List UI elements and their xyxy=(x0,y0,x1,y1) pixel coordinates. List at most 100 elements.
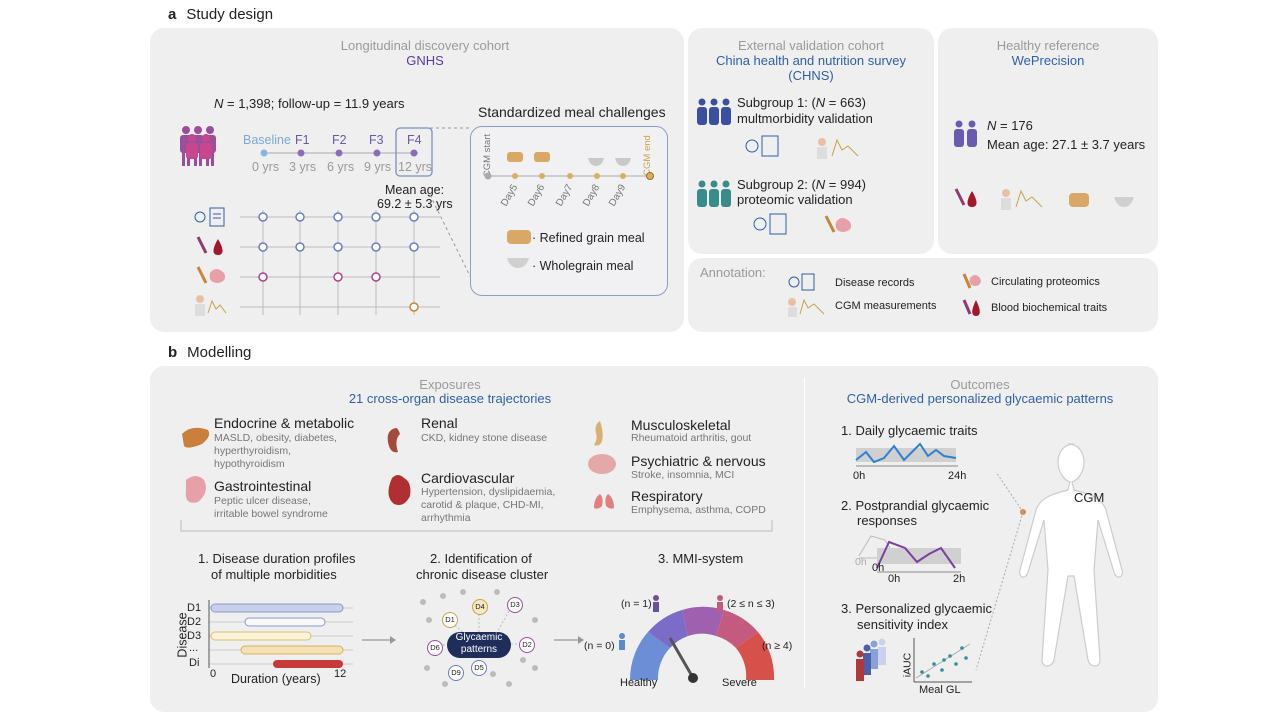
tp-f3: F3 xyxy=(369,133,384,147)
step1-title-2: of multiple morbidities xyxy=(211,567,337,582)
discovery-header: Longitudinal discovery cohort xyxy=(340,38,510,53)
subgroup2-data-icons xyxy=(753,213,852,235)
annotation-disease-records: Disease records xyxy=(835,277,915,289)
step2-title-2: chronic disease cluster xyxy=(416,567,549,582)
people-group-icon xyxy=(856,638,886,681)
meal-day-timeline xyxy=(484,152,654,180)
mmi-n1: (n = 1) xyxy=(621,598,652,610)
o2-x-back: 0h xyxy=(855,556,867,568)
subgroup1-desc: multmorbidity validation xyxy=(737,111,873,126)
tp-f1: F1 xyxy=(295,133,310,147)
yr-3: 3 yrs xyxy=(289,160,317,174)
duration-xlabel: Duration (years) xyxy=(231,672,321,686)
mmi-severe: Severe xyxy=(722,677,757,689)
tp-f2: F2 xyxy=(332,133,347,147)
outcomes-subheader: CGM-derived personalized glycaemic patte… xyxy=(846,391,1114,406)
subgroup1-title: Subgroup 1: (N = 663) xyxy=(737,95,867,110)
people-group-icon xyxy=(180,126,216,166)
node-d6: D6 xyxy=(427,640,443,656)
cgm-person-icon xyxy=(195,295,227,316)
row-d1: D1 xyxy=(187,602,202,614)
cat-renal-title: Renal xyxy=(421,415,458,431)
mmi-gauge xyxy=(619,595,775,683)
data-availability-grid xyxy=(194,207,440,316)
bowl-icon xyxy=(507,258,529,268)
cat-gi-title: Gastrointestinal xyxy=(214,478,312,494)
cat-resp-title: Respiratory xyxy=(631,488,703,504)
node-d2: D2 xyxy=(519,637,535,653)
duration-bars xyxy=(208,600,353,668)
cat-endocrine-desc3: hypothyroidism xyxy=(214,458,285,470)
postprandial-chart xyxy=(858,535,961,573)
mmi-n2: (2 ≤ n ≤ 3) xyxy=(727,598,775,610)
organ-icons xyxy=(182,421,616,509)
healthy-n: N = 176 xyxy=(987,118,1033,133)
subgroup2-people-icon xyxy=(697,180,731,207)
cgm-person-icon xyxy=(1002,189,1010,197)
node-d1: D1 xyxy=(442,612,458,628)
mmi-n0: (n = 0) xyxy=(584,640,615,652)
node-d9: D9 xyxy=(448,665,464,681)
cat-cardio-desc1: Hypertension, dyslipidaemia, xyxy=(421,486,556,498)
meal-connectors xyxy=(429,127,473,281)
outcome2-title-2: responses xyxy=(857,513,917,528)
proteomics-icon xyxy=(196,266,226,284)
yr-9: 9 yrs xyxy=(364,160,392,174)
liver-icon xyxy=(182,427,210,448)
outcomes-header: Outcomes xyxy=(950,377,1010,392)
cgm-person-icon xyxy=(818,138,826,146)
duration-x1: 12 xyxy=(334,668,347,680)
validation-name: China health and nutrition survey xyxy=(715,53,907,68)
subgroup1-data-icons xyxy=(745,135,859,159)
lungs-icon xyxy=(594,494,614,509)
cgm-label: CGM xyxy=(1074,490,1105,505)
annotation-icons xyxy=(788,273,981,317)
disease-records-icon xyxy=(753,217,767,231)
o1-x0: 0h xyxy=(853,470,866,482)
disease-records-icon xyxy=(788,276,800,288)
o3-ylabel: iAUC xyxy=(901,652,914,678)
cat-cardio-desc2: carotid & plaque, CHD-MI, xyxy=(421,499,544,511)
brain-icon xyxy=(588,454,616,474)
annotation-proteomics: Circulating proteomics xyxy=(991,276,1100,288)
person-icon xyxy=(717,595,723,612)
cat-resp-desc: Emphysema, asthma, COPD xyxy=(631,504,766,516)
person-icon xyxy=(753,635,759,652)
cat-renal-desc: CKD, kidney stone disease xyxy=(421,432,548,444)
tp-f4: F4 xyxy=(407,133,422,147)
human-body-icon xyxy=(975,443,1123,671)
exposures-header: Exposures xyxy=(419,377,481,392)
node-d3: D3 xyxy=(507,597,523,613)
cat-gi-desc2: irritable bowel syndrome xyxy=(214,508,328,520)
validation-abbr: (CHNS) xyxy=(788,68,834,83)
meal-title: Standardized meal challenges xyxy=(478,104,666,120)
cat-cardio-title: Cardiovascular xyxy=(421,470,515,486)
step2-title-1: 2. Identification of xyxy=(430,551,532,566)
refined-grain-label: · Refined grain meal xyxy=(532,231,645,245)
outcome3-title-2: sensitivity index xyxy=(857,617,949,632)
meal-challenge-box xyxy=(470,126,668,296)
bowl-icon xyxy=(588,158,604,166)
cat-endocrine-title: Endocrine & metabolic xyxy=(214,415,355,431)
followup-timeline xyxy=(260,127,433,177)
cluster-center-1: Glycaemic xyxy=(455,632,503,643)
outcome3-title-1: 3. Personalized glycaemic xyxy=(841,601,993,616)
duration-x0: 0 xyxy=(210,668,217,680)
o1-x1: 24h xyxy=(948,470,967,482)
cat-psych-desc: Stroke, insomnia, MCI xyxy=(631,469,735,481)
exposures-bracket xyxy=(180,520,773,532)
blood-drop-icon xyxy=(196,236,223,255)
cat-endocrine-desc2: hyperthyroidism, xyxy=(214,445,292,457)
person-icon xyxy=(619,633,625,650)
subgroup2-title: Subgroup 2: (N = 994) xyxy=(737,177,867,192)
meal-legend-icons xyxy=(507,230,531,268)
outcome2-title-1: 2. Postprandial glycaemic xyxy=(841,498,990,513)
discovery-name: GNHS xyxy=(406,53,444,68)
annotation-panel xyxy=(688,258,1158,332)
bowl-icon xyxy=(615,158,631,166)
kidney-icon xyxy=(387,428,400,453)
arrow-2-icon xyxy=(554,636,584,644)
mmi-healthy: Healthy xyxy=(620,677,658,689)
